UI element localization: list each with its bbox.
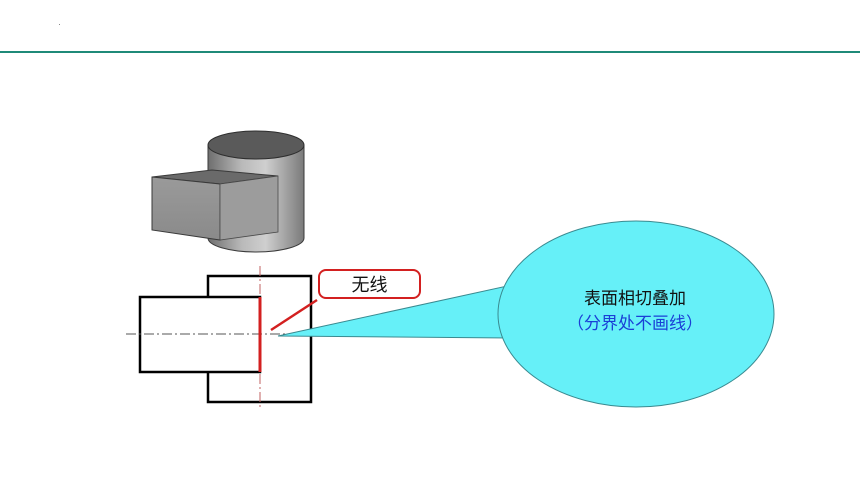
no-line-label: 无线 [318,269,421,299]
no-line-label-text: 无线 [351,275,388,296]
3d-model [151,130,305,253]
corner-mark [59,24,60,25]
callout-bubble [277,220,775,408]
block-side-face [219,175,279,241]
label-leader [270,298,318,332]
centerlines [126,266,325,410]
cylinder-top [207,130,305,160]
callout-ellipse [497,220,775,408]
orthographic-view [138,274,313,404]
callout-line-2: （分界处不画线） [567,314,703,334]
header-rule [0,51,860,53]
callout-seam-cover [500,286,520,337]
callout-text: 表面相切叠加 （分界处不画线） [505,287,765,337]
cylinder-outline [206,274,313,404]
block-front-face [151,176,221,241]
callout-line-1: 表面相切叠加 [584,289,686,309]
